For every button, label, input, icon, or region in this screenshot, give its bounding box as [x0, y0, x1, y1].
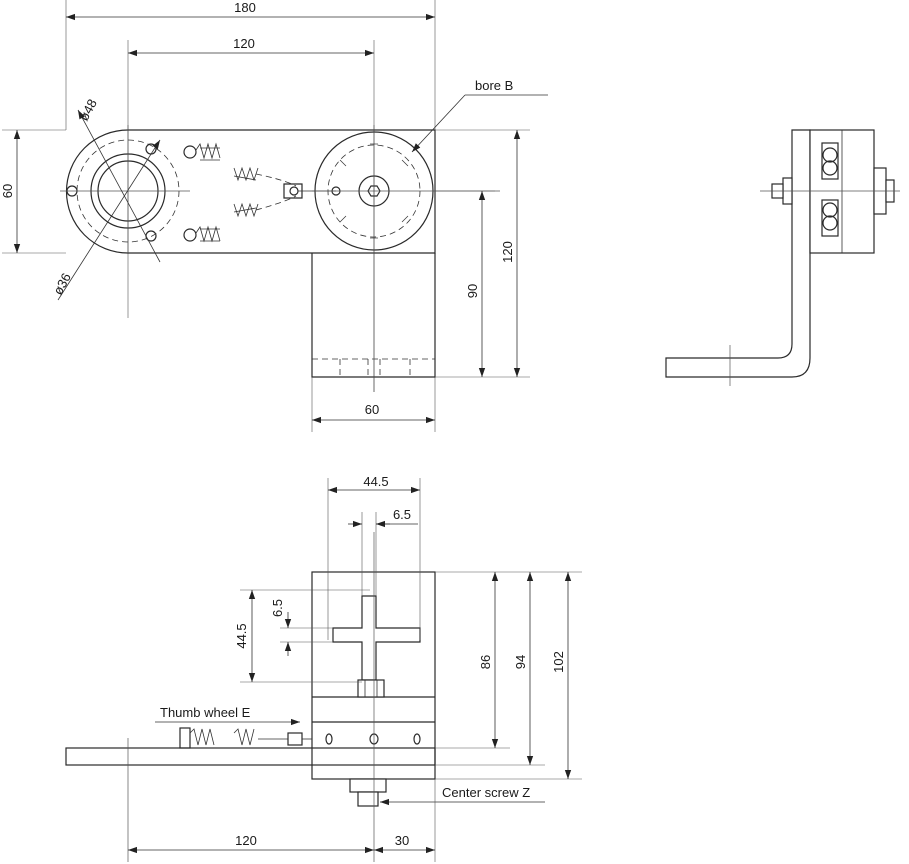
dim-44-5-h-label: 44.5	[363, 474, 388, 489]
dia-36-label: ø36	[50, 270, 74, 297]
thumb-wheel-springs	[179, 727, 312, 749]
dim-44-5-v-label: 44.5	[234, 623, 249, 648]
dim-180-label: 180	[234, 0, 256, 15]
dia-48-leader	[77, 109, 161, 263]
dim-30-label: 30	[395, 833, 409, 848]
dia-48-label: ø48	[76, 96, 100, 123]
cross-slot	[332, 595, 421, 681]
spring-upper-left	[183, 142, 221, 161]
dim-102-label: 102	[551, 651, 566, 673]
plate-outline	[65, 129, 436, 254]
center-screw-label: Center screw Z	[442, 785, 530, 800]
side-springs	[821, 142, 839, 237]
spring-lower-left	[183, 225, 221, 243]
dim-120-right-label: 120	[500, 241, 515, 263]
dim-94-label: 94	[513, 655, 528, 669]
dim-120-bottom-label: 120	[235, 833, 257, 848]
bore-b-disk	[312, 125, 500, 392]
bore-b-label: bore B	[475, 78, 513, 93]
dim-90-label: 90	[465, 284, 480, 298]
dim-6-5-v-label: 6.5	[270, 599, 285, 617]
vertical-leg	[311, 253, 436, 378]
side-view	[665, 129, 900, 386]
dim-86-label: 86	[478, 655, 493, 669]
base-plate	[65, 747, 436, 766]
left-bore-group	[57, 109, 190, 301]
top-view: 180 120 60 ø48	[0, 0, 548, 432]
center-screw	[349, 778, 387, 793]
spring-lower-mid	[233, 202, 259, 218]
spring-upper-mid	[233, 166, 259, 182]
side-bracket	[665, 129, 811, 378]
dia-36-leader	[57, 139, 161, 301]
dim-60-bottom-label: 60	[365, 402, 379, 417]
front-view: Center screw Z Thumb wheel E 44.5 6.5 44…	[65, 474, 582, 862]
dim-60-left-label: 60	[0, 184, 15, 198]
bore-b-leader	[411, 94, 466, 153]
dim-120-top-label: 120	[233, 36, 255, 51]
dim-6-5-h-label: 6.5	[393, 507, 411, 522]
thumb-wheel-label: Thumb wheel E	[160, 705, 251, 720]
